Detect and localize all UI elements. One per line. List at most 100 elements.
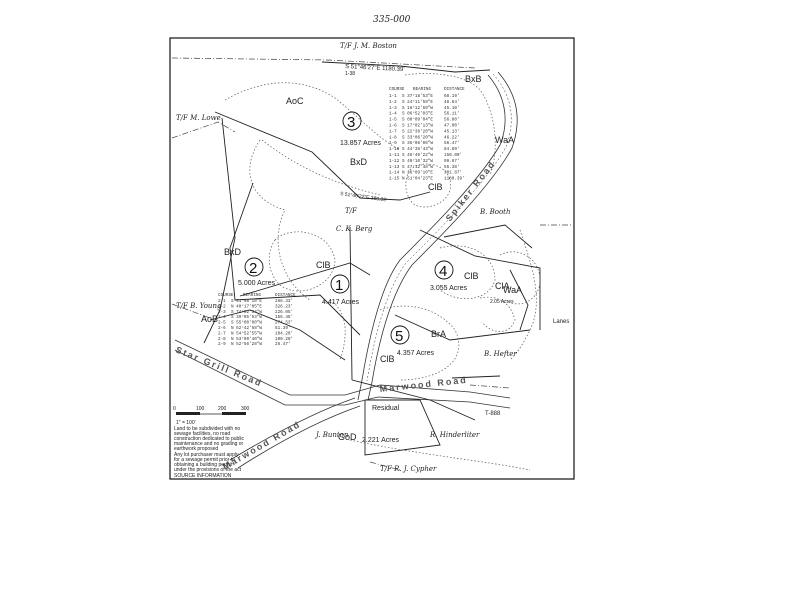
soil-clb-top: ClB [428, 182, 443, 192]
table2-row-9-col-1: 2-9 [218, 342, 226, 347]
spiker-road-west-edge [357, 74, 506, 401]
table2-row-8-col-1: 2-8 [218, 337, 226, 342]
table3-row-8-col-3: 46.22' [444, 135, 459, 140]
soil-line-right-edge [509, 229, 537, 361]
table3-row-11-col-3: 150.00' [444, 153, 462, 158]
table2-row-3-col-1: 2-3 [218, 310, 226, 315]
soil-line-waa [499, 251, 541, 305]
owner-right-lower: B. Hefter [483, 350, 517, 358]
scale-tick-0: 0 [173, 406, 176, 412]
table2-row-5-col-1: 2-5 [218, 321, 226, 326]
table3-row-9-col-1: 1-9 [389, 141, 397, 146]
table2-row-6-col-1: 2-6 [218, 326, 226, 331]
inner-line-call: S 51°46'22"E 380.89' [340, 191, 388, 204]
table2-row-1-col-3: 268.33' [275, 299, 293, 304]
table2-row-3-col-3: 226.05' [275, 310, 293, 315]
table3-row-2-col-2: S 24°11'59"E [402, 100, 433, 105]
lot-4-number: 4 [439, 263, 447, 280]
table3-row-14-col-2: N 36°09'10"E [402, 171, 433, 176]
right-edge-mark: Lanes [553, 319, 569, 325]
soil-line-brA [379, 305, 460, 381]
marwood-lower-south [237, 405, 361, 469]
table3-row-4-col-2: S 06°52'03"E [402, 112, 433, 117]
soil-line-bxd [261, 139, 381, 196]
drawing-frame [169, 37, 575, 480]
table3-row-6-col-3: 47.00' [444, 124, 459, 129]
table3-row-5-col-1: 1-5 [389, 118, 397, 123]
lot6-box [364, 399, 441, 456]
scale-note: 1" = 100' [176, 420, 196, 426]
top-line-sub: 1-38 [345, 71, 355, 77]
note2-line-2: for a sewage permit prior to [174, 457, 235, 463]
table2-row-3-col-2: S 74°02'34"W [231, 310, 262, 315]
lot-1-number: 1 [335, 277, 343, 294]
aob-parcel [209, 309, 346, 361]
table3-row-9-col-3: 56.47' [444, 141, 459, 146]
table2-row-2-col-2: N 40°17'05"E [231, 304, 262, 309]
footer-note: SOURCE INFORMATION [174, 473, 232, 479]
owner-left-lower: T/F B. Young [176, 302, 222, 310]
table3-row-3-col-2: S 16°12'59"W [402, 106, 433, 111]
lot-3-number: 3 [347, 114, 355, 131]
table3-row-2-col-1: 1-2 [389, 100, 397, 105]
lot-1-circle [330, 274, 350, 294]
table3-row-11-col-1: 1-11 [389, 153, 400, 158]
marwood-road-north-edge [174, 339, 511, 399]
table2-row-7-col-2: N 54°52'55"W [231, 331, 262, 336]
soil-waa-right: WaA [503, 285, 522, 295]
note-line-4: maintenance and no grading or [174, 441, 244, 447]
note-line-3: construction dedicated to public [174, 436, 245, 442]
residual-label: Residual [372, 405, 400, 412]
lot-5-circle [390, 325, 410, 345]
west-boundary [203, 117, 236, 344]
table2-header-distance: DISTANCE [275, 293, 296, 298]
table3-row-7-col-3: 45.13' [444, 129, 459, 134]
owner-bottom-left: J. Bunton [314, 431, 349, 439]
left-lower-dashed [171, 303, 211, 319]
dashed-boundaries [171, 57, 572, 471]
scale-bar: 0 100 200 300 1" = 100' [173, 406, 250, 426]
soil-line-left [249, 139, 311, 301]
table3-row-9-col-2: S 36°08'08"W [402, 141, 433, 146]
route-number: T-888 [485, 411, 501, 417]
soil-line-cla [479, 296, 516, 332]
table3-row-14-col-3: 301.87' [444, 171, 462, 176]
table3-row-4-col-3: 56.11' [444, 112, 459, 117]
table3-row-13-col-2: S 47°12'48"W [402, 165, 433, 170]
lot-5-area: 4.357 Acres [397, 350, 434, 357]
table3-row-5-col-3: 56.80' [444, 118, 459, 123]
soil-bxd-left: BxD [224, 247, 242, 257]
lot-4-area: 3.055 Acres [430, 285, 467, 292]
table3-row-13-col-3: 55.38' [444, 165, 459, 170]
table3-row-7-col-1: 1-7 [389, 129, 397, 134]
table2-row-4-col-2: S 39°05'53"W [231, 315, 262, 320]
table3-row-7-col-2: S 22°38'20"W [402, 129, 433, 134]
scale-block-2 [222, 412, 246, 415]
table2-header-course: COURSE [218, 293, 234, 298]
table2-row-2-col-1: 2-2 [218, 304, 226, 309]
table3-row-1-col-3: 68.19' [444, 94, 459, 99]
lot-6-area: 2.221 Acres [362, 437, 399, 444]
table3-row-8-col-1: 1-8 [389, 135, 397, 140]
table2-row-4-col-1: 2-4 [218, 315, 226, 320]
table3-row-11-col-2: S 46°40'22"W [402, 153, 433, 158]
table3-row-6-col-1: 1-6 [389, 124, 397, 129]
soil-bra: BrA [431, 329, 446, 339]
table3-row-10-col-1: 1-10 [389, 147, 400, 152]
marwood-road [174, 339, 511, 469]
table2-row-7-col-1: 2-7 [218, 331, 226, 336]
north-boundary [321, 61, 491, 73]
table3-row-12-col-2: S 40°10'32"W [402, 159, 433, 164]
soil-line-top-right [404, 73, 496, 176]
table3-row-14-col-1: 1-14 [389, 171, 400, 176]
lower-east-line [451, 375, 501, 379]
star-grill-road-label: Star Grill Road [174, 345, 264, 389]
soil-bxb: BxB [465, 74, 482, 84]
table3-row-13-col-1: 1-13 [389, 165, 400, 170]
table3-row-1-col-1: 1-1 [389, 94, 397, 99]
table3-row-5-col-2: S 00°09'04"E [402, 118, 433, 123]
